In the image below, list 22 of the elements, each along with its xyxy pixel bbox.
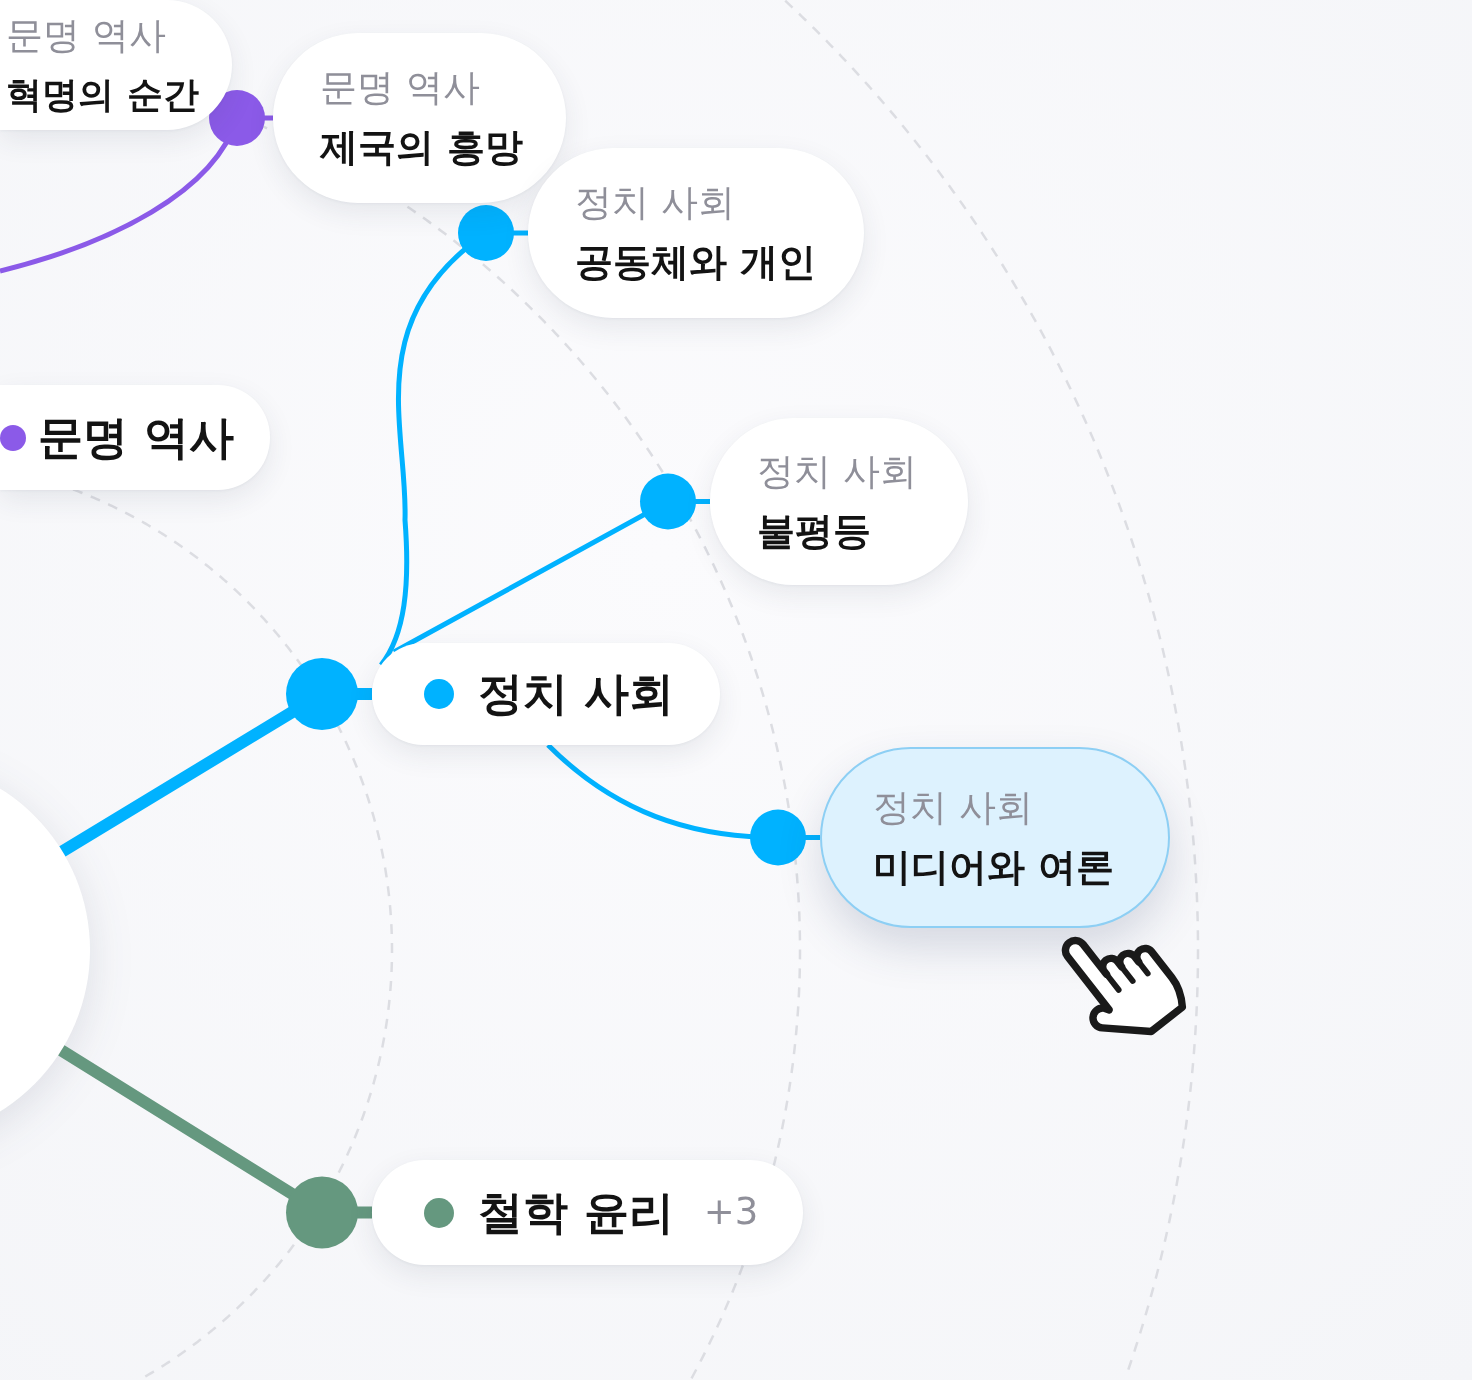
category-label: 문명 역사 (320, 65, 480, 111)
topic-card (0, 0, 232, 130)
category-label: 정치 사회 (873, 784, 1033, 830)
connector-line (378, 205, 528, 667)
topic-title: 미디어와 여론 (873, 843, 1115, 891)
topic-title: 혁명의 순간 (6, 72, 199, 117)
topic-title: 공동체와 개인 (575, 239, 817, 286)
category-label: 정치 사회 (575, 180, 735, 226)
topic-title: 불평등 (757, 507, 871, 555)
branch-label: 철학 윤리 (478, 1185, 674, 1240)
more-count: +3 (703, 1190, 759, 1235)
category-label: 정치 사회 (757, 448, 917, 494)
connector-line (59, 658, 372, 857)
connector-line (0, 90, 273, 274)
connector-line (58, 1045, 372, 1249)
branch-pill (0, 385, 270, 490)
connector-line (546, 743, 820, 866)
category-label: 문명 역사 (6, 13, 166, 59)
branch-label: 정치 사회 (478, 667, 674, 721)
root-circle (0, 789, 90, 1111)
branch-label: 문명 역사 (38, 410, 234, 465)
topic-title: 제국의 흥망 (320, 124, 524, 171)
